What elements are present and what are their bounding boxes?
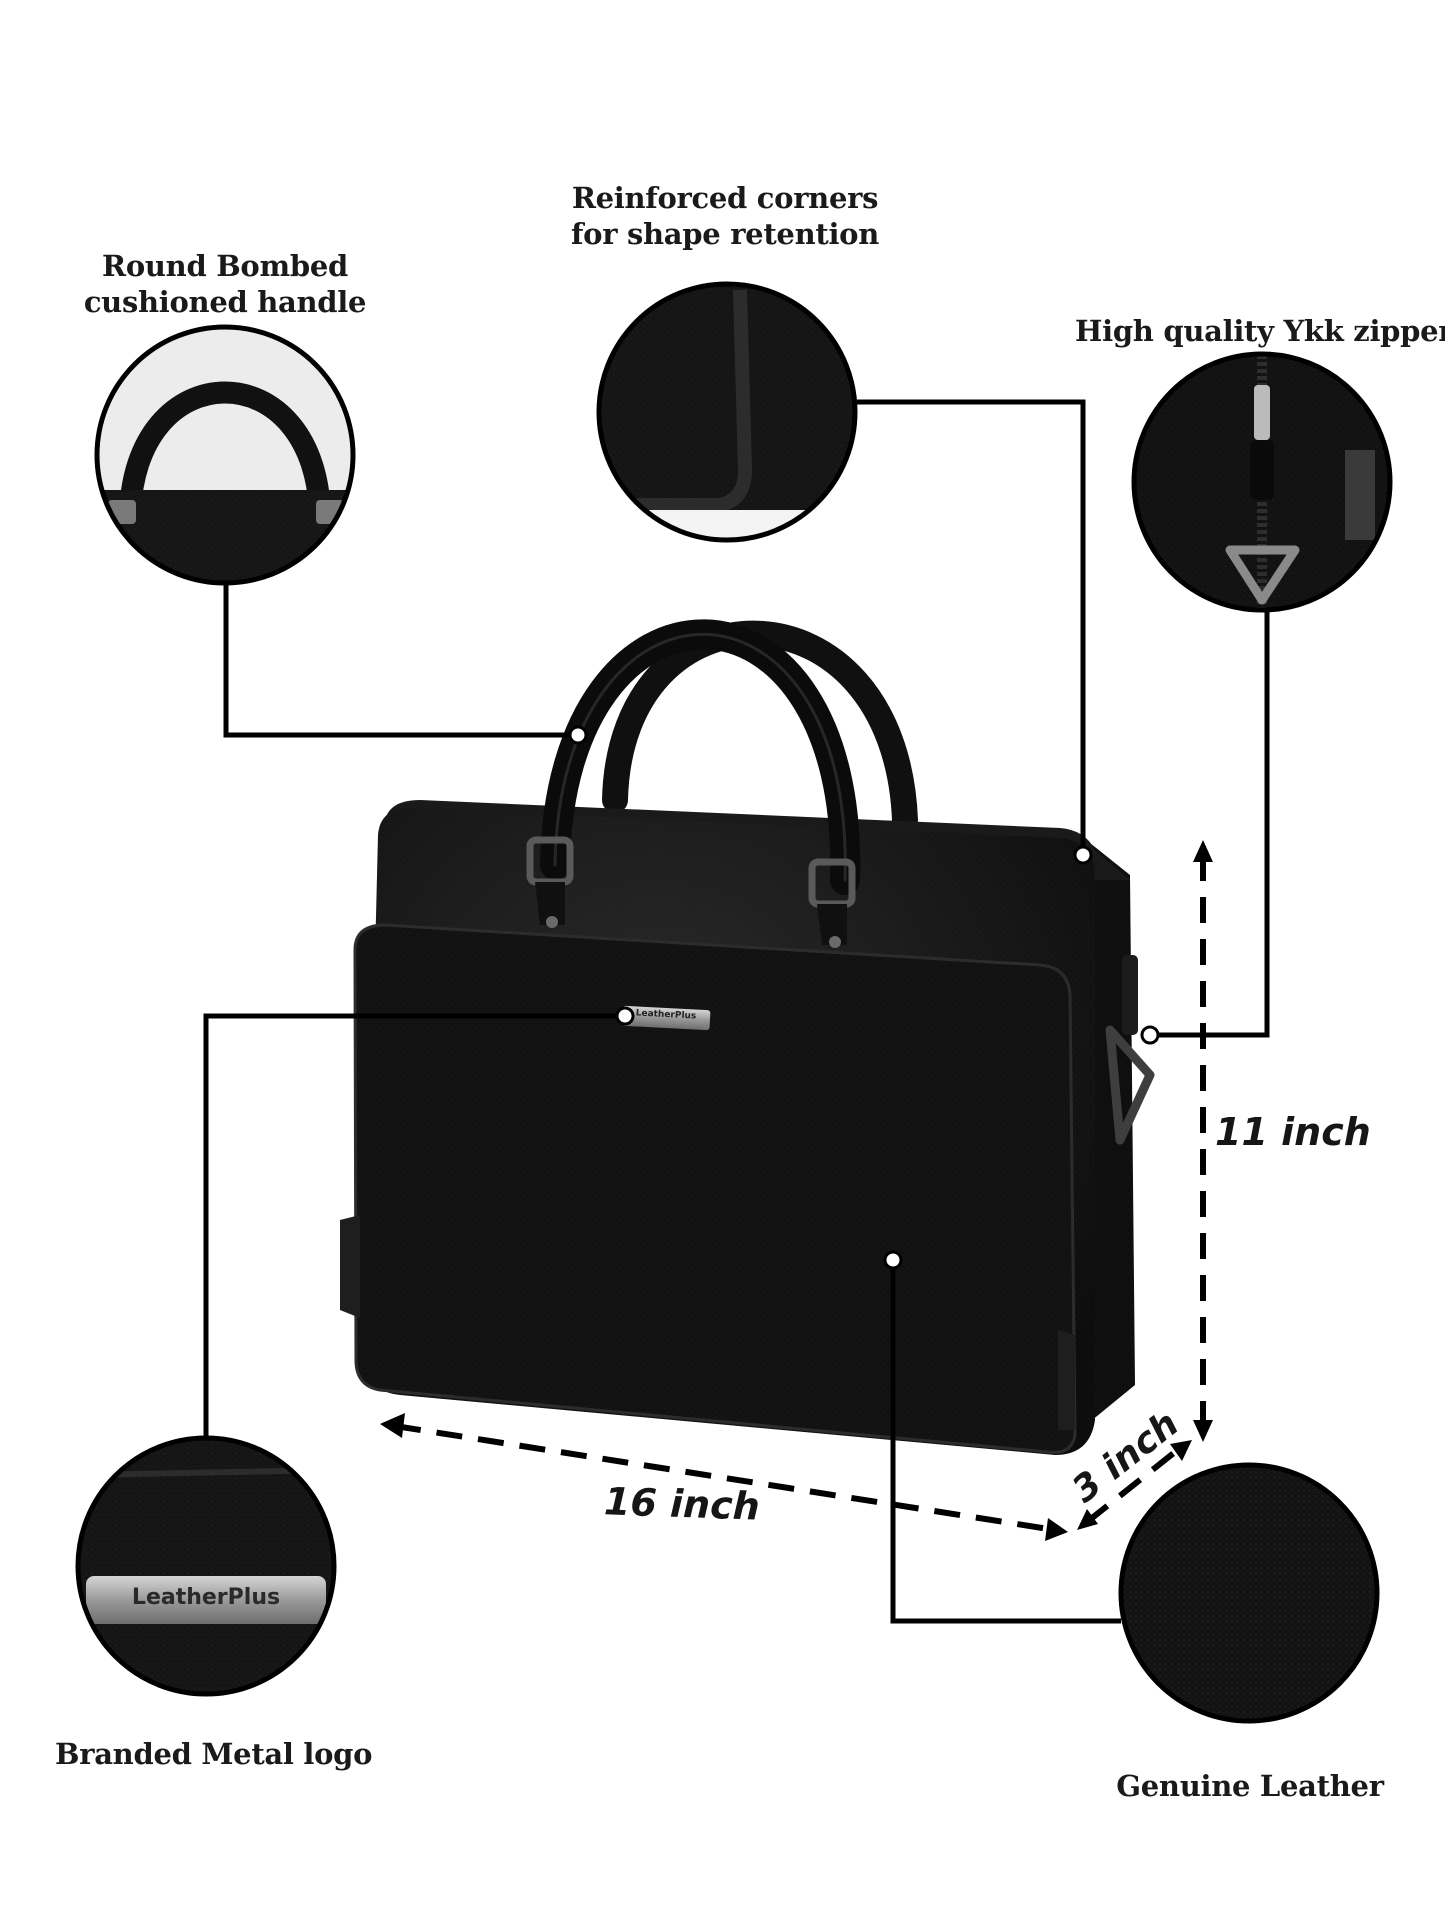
dimension-arrows — [380, 840, 1213, 1541]
dimension-lines — [394, 855, 1206, 1533]
corners-callout-line — [857, 399, 1086, 853]
leather-callout-line — [890, 1259, 1121, 1624]
dimension-width-label: 16 inch — [603, 1479, 761, 1529]
zippers-dot — [1140, 1025, 1160, 1045]
zippers-detail-circle — [1131, 351, 1393, 613]
handle-callout-line — [223, 583, 577, 738]
feature-label-corners: Reinforced corners for shape retention — [570, 181, 880, 252]
large-logo-plate-text: LeatherPlus — [131, 1585, 281, 1610]
briefcase-image — [340, 619, 1155, 1455]
corners-detail-circle — [596, 281, 858, 543]
callout-dots — [568, 725, 1160, 1270]
height-arrow-top — [1193, 840, 1213, 862]
width-arrow-right — [1045, 1518, 1068, 1541]
dimension-height-label: 11 inch — [1215, 1110, 1371, 1154]
feature-label-handle: Round Bombed cushioned handle — [83, 249, 367, 320]
depth-arrow-top — [1170, 1440, 1192, 1461]
zippers-callout-line — [1150, 609, 1270, 1038]
logo-callout-line — [203, 1013, 620, 1438]
height-arrow-bottom — [1193, 1420, 1213, 1442]
width-arrow-left — [380, 1413, 405, 1438]
handle-detail-circle — [94, 324, 356, 586]
large-logo-plate — [86, 1576, 326, 1624]
feature-label-leather: Genuine Leather — [1116, 1769, 1384, 1803]
callout-lines — [203, 399, 1270, 1624]
side-zipper-puller — [1105, 1025, 1155, 1145]
depth-arrow-bottom — [1077, 1509, 1098, 1530]
feature-label-logo: Branded Metal logo — [55, 1737, 373, 1771]
small-logo-plate — [621, 1005, 711, 1031]
handle-dot — [568, 725, 588, 745]
logo-dot — [615, 1006, 635, 1026]
logo-detail-circle — [75, 1435, 337, 1697]
leather-dot — [883, 1250, 903, 1270]
feature-label-zippers: High quality Ykk zippers — [1075, 314, 1445, 348]
width-dashed-line — [394, 1423, 1056, 1533]
depth-dashed-line — [1085, 1445, 1182, 1525]
leather-detail-circle — [1118, 1462, 1380, 1724]
corners-dot — [1073, 845, 1093, 865]
